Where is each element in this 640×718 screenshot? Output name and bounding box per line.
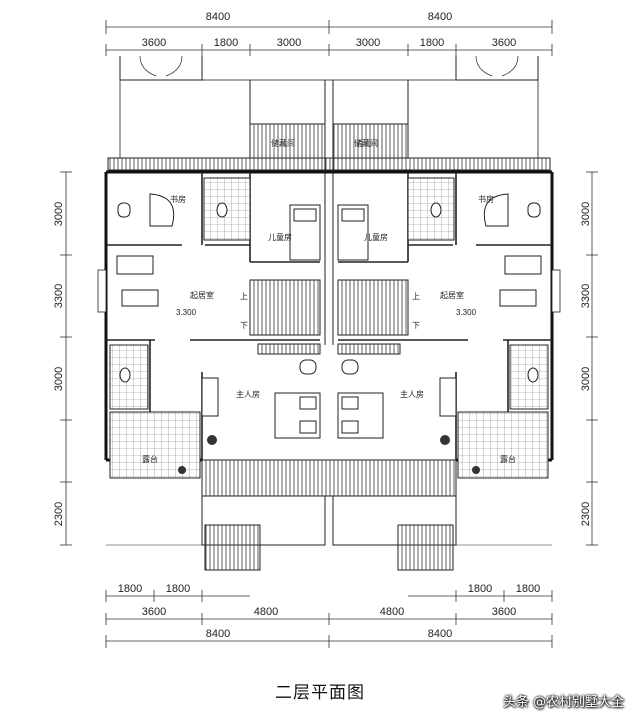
svg-text:3.300: 3.300 (176, 308, 197, 317)
svg-text:起居室: 起居室 (190, 290, 214, 300)
sofas (116, 255, 542, 307)
wardrobes (201, 359, 457, 417)
svg-text:3600: 3600 (492, 606, 516, 618)
svg-text:3.300: 3.300 (456, 308, 477, 317)
svg-text:主人房: 主人房 (236, 389, 260, 399)
svg-text:下: 下 (240, 321, 248, 330)
svg-text:1800: 1800 (166, 583, 190, 595)
svg-text:储藏间: 储藏间 (271, 138, 295, 148)
bottom-dimension-lines (105, 590, 553, 648)
svg-text:3000: 3000 (277, 37, 301, 49)
svg-text:储藏间: 储藏间 (354, 138, 378, 148)
svg-text:3000: 3000 (356, 37, 380, 49)
svg-text:露台: 露台 (500, 454, 516, 464)
svg-text:书房: 书房 (170, 194, 186, 204)
side-dimension-lines (60, 171, 598, 546)
svg-text:上: 上 (412, 292, 420, 301)
svg-text:8400: 8400 (206, 11, 230, 23)
terraces: 露台 露台 (109, 411, 549, 479)
svg-text:书房: 书房 (478, 194, 494, 204)
svg-text:3600: 3600 (142, 37, 166, 49)
svg-text:1800: 1800 (214, 37, 238, 49)
svg-text:8400: 8400 (206, 628, 230, 640)
svg-text:2300: 2300 (53, 502, 65, 526)
beds (274, 204, 384, 439)
svg-text:1800: 1800 (468, 583, 492, 595)
top-dimension-lines (105, 20, 553, 56)
study-furniture (117, 193, 541, 227)
svg-text:2300: 2300 (580, 502, 592, 526)
watermark: 头条 @农村别墅大全 (502, 695, 624, 710)
lower-balcony (106, 459, 552, 571)
side-windows (97, 269, 561, 313)
bathrooms (109, 177, 549, 410)
svg-text:3000: 3000 (580, 367, 592, 391)
svg-text:3300: 3300 (580, 284, 592, 308)
svg-text:起居室: 起居室 (440, 290, 464, 300)
svg-text:3300: 3300 (53, 284, 65, 308)
left-dimension-texts: 3000 3300 3000 2300 (53, 202, 65, 526)
svg-text:4800: 4800 (254, 606, 278, 618)
upper-railing (107, 157, 551, 171)
svg-text:4800: 4800 (380, 606, 404, 618)
svg-text:3000: 3000 (53, 202, 65, 226)
svg-text:1800: 1800 (420, 37, 444, 49)
svg-text:上: 上 (240, 292, 248, 301)
svg-text:8400: 8400 (428, 628, 452, 640)
right-dimension-texts: 3000 3300 3000 2300 (580, 202, 592, 526)
plant-icons (178, 435, 480, 474)
storage-rooms: 储藏间 储藏间 (249, 123, 409, 159)
drawing-title: 二层平面图 (275, 683, 365, 703)
room-labels: 书房 书房 儿童房 儿童房 起居室 起居室 主人房 主人房 3.300 3.30… (170, 194, 494, 399)
bottom-dimension-texts: 1800 1800 1800 1800 3600 4800 4800 3600 … (118, 583, 540, 640)
svg-text:1800: 1800 (516, 583, 540, 595)
svg-text:1800: 1800 (118, 583, 142, 595)
svg-text:儿童房: 儿童房 (268, 232, 292, 242)
svg-text:下: 下 (412, 321, 420, 330)
svg-text:露台: 露台 (142, 454, 158, 464)
svg-text:儿童房: 儿童房 (364, 232, 388, 242)
svg-text:3600: 3600 (142, 606, 166, 618)
svg-text:3000: 3000 (580, 202, 592, 226)
svg-text:3600: 3600 (492, 37, 516, 49)
svg-text:主人房: 主人房 (400, 389, 424, 399)
svg-text:8400: 8400 (428, 11, 452, 23)
stairs: 上 下 上 下 (240, 279, 420, 355)
top-dimension-texts: 8400 8400 3600 1800 3000 3000 1800 3600 (142, 11, 516, 49)
svg-text:3000: 3000 (53, 367, 65, 391)
